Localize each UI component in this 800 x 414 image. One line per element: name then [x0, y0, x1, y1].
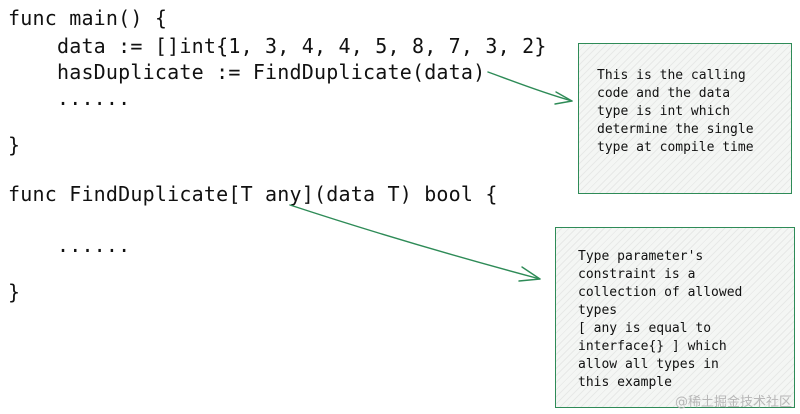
code-line-has-duplicate-call: hasDuplicate := FindDuplicate(data): [8, 60, 486, 84]
code-line-ellipsis-main: ......: [8, 86, 131, 110]
calling-code-note-box: [578, 43, 792, 194]
code-line-close-find-duplicate: }: [8, 280, 21, 304]
code-line-data-declaration: data := []int{1, 3, 4, 4, 5, 8, 7, 3, 2}: [8, 34, 547, 58]
type-parameter-note-box: [555, 227, 795, 408]
code-line-func-find-duplicate: func FindDuplicate[T any](data T) bool {: [8, 182, 498, 206]
type-parameter-arrowhead: [518, 266, 541, 282]
type-parameter-note-text: Type parameter's constraint is a collect…: [578, 249, 743, 390]
calling-code-arrowhead: [554, 91, 573, 105]
code-line-ellipsis-find-duplicate: ......: [8, 233, 131, 257]
code-line-func-main: func main() {: [8, 6, 168, 30]
code-line-close-main: }: [8, 133, 21, 157]
calling-code-arrow: [487, 71, 573, 102]
calling-code-note-text: This is the calling code and the data ty…: [597, 68, 754, 155]
type-parameter-arrow: [289, 204, 541, 280]
watermark-text: @稀土掘金技术社区: [674, 395, 792, 410]
